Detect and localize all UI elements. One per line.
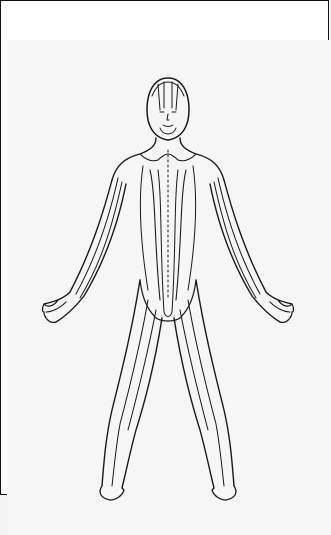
right-arm [210,178,294,322]
left-leg [100,280,162,500]
left-arm [43,178,127,322]
right-leg [174,280,236,500]
torso [112,138,224,312]
head [147,78,189,140]
